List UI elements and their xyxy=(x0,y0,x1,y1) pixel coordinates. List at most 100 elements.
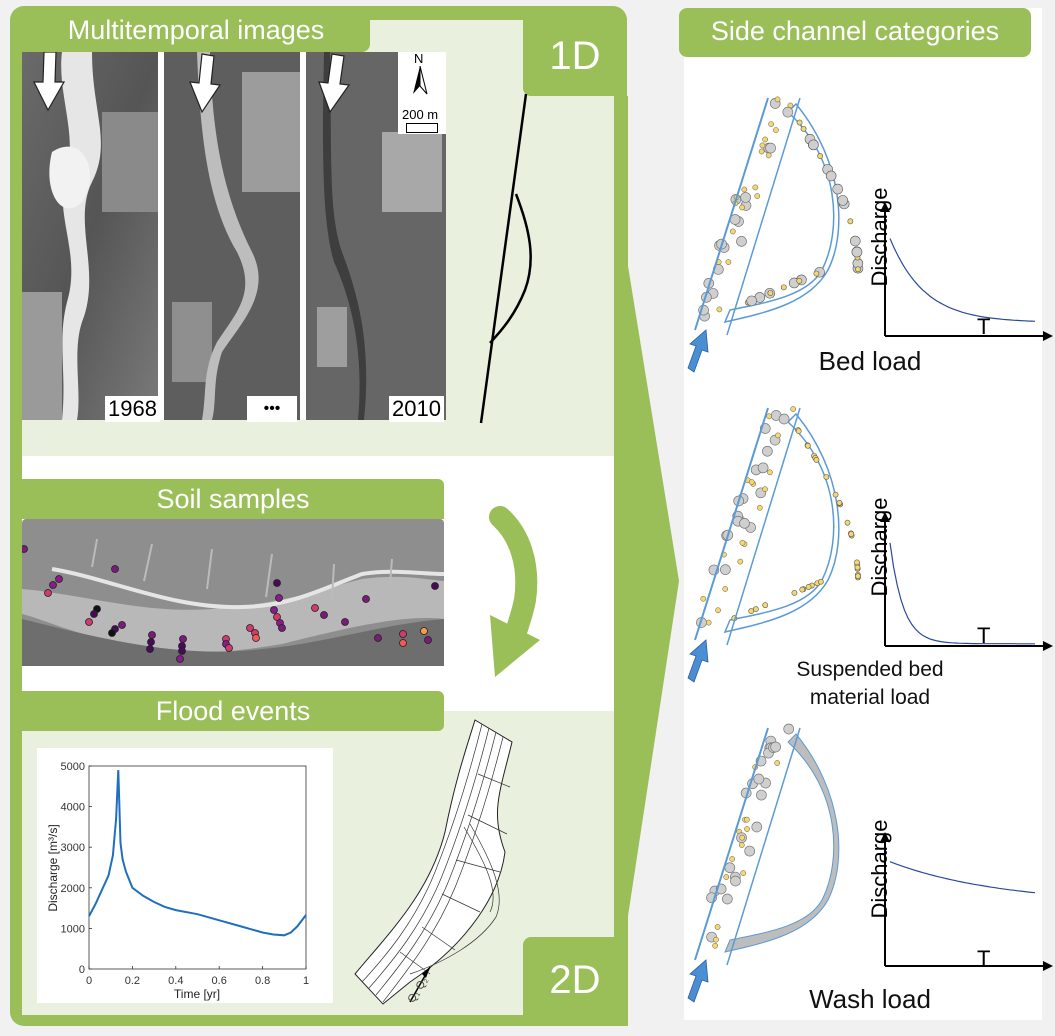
coarse-sediment xyxy=(825,170,837,182)
discharge-curve xyxy=(889,542,1035,645)
fine-sediment xyxy=(729,856,736,862)
soil-sample-point xyxy=(44,589,52,597)
year-label-1968: 1968 xyxy=(105,396,160,422)
coarse-sediment xyxy=(765,142,776,154)
fine-sediment xyxy=(804,442,811,449)
fine-sediment xyxy=(855,266,861,273)
fine-sediment xyxy=(741,186,748,193)
x-tick-label: 0.6 xyxy=(212,975,227,987)
aerial-image-1968 xyxy=(22,52,158,420)
fine-sediment xyxy=(725,259,732,265)
flow-arrow-icon xyxy=(33,52,66,112)
coarse-sediment xyxy=(720,564,731,575)
y-tick-label: 3000 xyxy=(61,842,85,854)
fine-sediment xyxy=(817,153,824,159)
fine-sediment xyxy=(832,491,839,498)
y-tick-label: 4000 xyxy=(61,802,85,814)
soil-sample-point xyxy=(246,624,254,632)
channel-bank xyxy=(726,407,801,646)
fine-sediment xyxy=(766,413,772,420)
soil-sample-point xyxy=(176,655,184,663)
xlabel-wash: T xyxy=(977,946,991,971)
side-channel-diagrams xyxy=(687,96,1053,1003)
fine-sediment xyxy=(791,589,798,596)
channel-bank xyxy=(694,407,769,641)
coarse-sediment xyxy=(744,845,756,857)
chevron-right-icon xyxy=(614,96,679,1026)
fine-sediment xyxy=(813,270,820,277)
x-tick-label: 0.2 xyxy=(125,975,140,987)
soil-sample-point xyxy=(424,636,432,644)
x-tick-label: 0.4 xyxy=(168,975,183,987)
axis-arrow-icon xyxy=(880,832,890,842)
fine-sediment xyxy=(790,406,797,412)
fine-sediment xyxy=(762,486,768,493)
inflow-arrow-icon xyxy=(687,329,709,373)
side-channel-category xyxy=(687,723,1053,1003)
fine-sediment xyxy=(737,558,744,565)
fine-sediment xyxy=(722,586,729,592)
side-channel-title: Side channel categories xyxy=(679,8,1031,57)
fine-sediment xyxy=(740,870,747,876)
soil-sample-point xyxy=(275,594,283,602)
soil-sample-point xyxy=(252,634,260,642)
fine-sediment xyxy=(714,924,721,930)
axis-arrow-icon xyxy=(1043,331,1053,341)
fine-sediment xyxy=(796,277,803,284)
fine-sediment xyxy=(739,539,746,546)
fine-sediment xyxy=(756,504,763,511)
coarse-sediment xyxy=(832,183,844,195)
soil-sample-point xyxy=(118,621,126,629)
chart-frame xyxy=(88,765,307,970)
fine-sediment xyxy=(855,573,861,580)
side-channel-category xyxy=(687,406,1053,683)
soil-sample-point xyxy=(278,624,286,632)
fine-sediment xyxy=(854,559,860,566)
soil-sample-point xyxy=(146,645,154,653)
coarse-sediment xyxy=(783,723,795,735)
fine-sediment xyxy=(767,290,774,296)
curved-arrow-icon xyxy=(489,506,540,677)
fine-sediment xyxy=(752,184,759,191)
axis-arrow-icon xyxy=(1043,641,1053,651)
y-tick-label: 1000 xyxy=(61,923,85,935)
fine-sediment xyxy=(738,842,745,848)
soil-sample-point xyxy=(178,647,186,655)
discharge-curve xyxy=(889,238,1036,322)
soil-sample-point xyxy=(108,629,116,637)
y-tick-label: 5000 xyxy=(61,761,85,773)
fine-sediment xyxy=(759,142,766,149)
2d-mesh-diagram xyxy=(354,719,513,1005)
caption-suspended-line2: material load xyxy=(809,686,931,709)
flood-events-title: Flood events xyxy=(22,691,444,731)
coarse-sediment xyxy=(762,445,773,457)
coarse-sediment xyxy=(739,518,750,529)
fine-sediment xyxy=(767,469,773,476)
soil-sample-point xyxy=(90,610,98,618)
soil-sample-point xyxy=(111,565,119,573)
north-arrow-icon xyxy=(413,66,428,95)
fine-sediment xyxy=(729,228,736,235)
y-axis-label: Discharge [m³/s] xyxy=(46,824,60,911)
fine-sediment xyxy=(762,136,769,143)
multitemporal-title: Multitemporal images xyxy=(22,10,370,52)
coarse-sediment xyxy=(757,462,769,474)
fine-sediment xyxy=(700,595,707,602)
soil-sample-point xyxy=(179,635,187,643)
fine-sediment xyxy=(854,564,861,571)
coarse-sediment xyxy=(746,295,757,307)
fine-sediment xyxy=(715,607,721,614)
fine-sediment xyxy=(800,125,807,132)
soil-sample-point xyxy=(55,575,63,583)
fine-sediment xyxy=(823,474,830,480)
xlabel-suspended: T xyxy=(977,623,991,648)
flow-arrow-icon xyxy=(318,53,351,114)
x-tick-label: 1 xyxy=(303,975,309,987)
fine-sediment xyxy=(716,306,723,313)
coarse-sediment xyxy=(778,413,790,425)
fine-sediment xyxy=(705,619,712,626)
coarse-sediment xyxy=(837,195,849,206)
fine-sediment xyxy=(758,148,765,155)
discharge-curve xyxy=(889,861,1036,894)
